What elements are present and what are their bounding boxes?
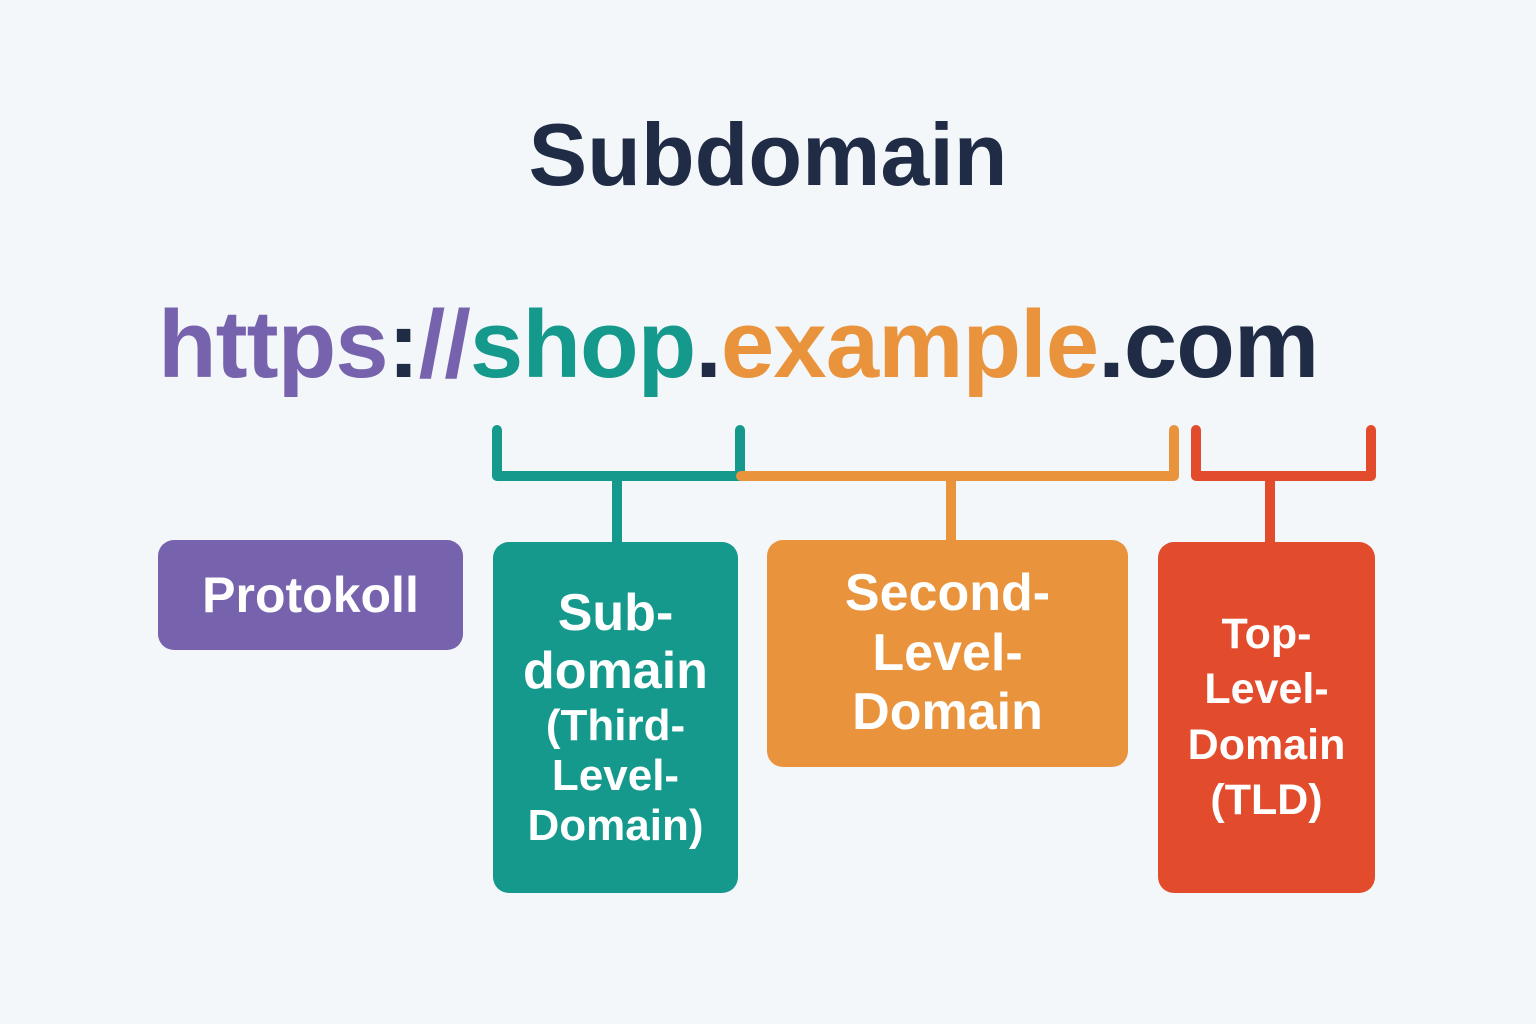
- top-level-domain-label-line: Domain: [1187, 720, 1346, 769]
- top-level-domain-label-box: Top- Level- Domain (TLD): [1158, 542, 1375, 893]
- subdomain-label-line: Level-: [551, 750, 680, 800]
- url-text: https://shop.example.com: [158, 290, 1319, 400]
- url-segment-second-level-domain: example: [720, 291, 1099, 398]
- top-level-domain-label-line: (TLD): [1210, 775, 1323, 824]
- top-level-domain-label-line: Level-: [1204, 665, 1329, 714]
- subdomain-label-line: Sub-: [557, 584, 674, 643]
- second-level-domain-label-line: Domain: [852, 683, 1043, 742]
- subdomain-label-line: Domain): [527, 800, 704, 850]
- second-level-domain-label-line: Level-: [872, 623, 1023, 682]
- url-segment-dot2: .: [1098, 291, 1125, 398]
- subdomain-bracket: [492, 425, 745, 547]
- second-level-domain-label-line: Second-: [844, 563, 1051, 622]
- url-segment-colon: :: [387, 291, 420, 398]
- subdomain-label-box: Sub- domain (Third- Level- Domain): [493, 542, 738, 893]
- second-level-domain-label-box: Second- Level- Domain: [767, 540, 1128, 767]
- page-title: Subdomain: [528, 105, 1008, 204]
- subdomain-label-line: (Third-: [545, 700, 686, 750]
- protocol-label: Protokoll: [202, 567, 419, 623]
- url-segment-slashes: //: [418, 291, 471, 398]
- top-level-domain-bracket: [1191, 425, 1376, 547]
- second-level-domain-bracket: [736, 425, 1179, 545]
- url-segment-top-level-domain: com: [1123, 291, 1319, 398]
- top-level-domain-label-line: Top-: [1221, 610, 1312, 659]
- url-segment-protocol: https: [158, 291, 389, 398]
- subdomain-label-line: domain: [523, 642, 708, 701]
- url-segment-dot1: .: [695, 291, 722, 398]
- url-segment-subdomain: shop: [469, 291, 696, 398]
- protocol-label-box: Protokoll: [158, 540, 463, 650]
